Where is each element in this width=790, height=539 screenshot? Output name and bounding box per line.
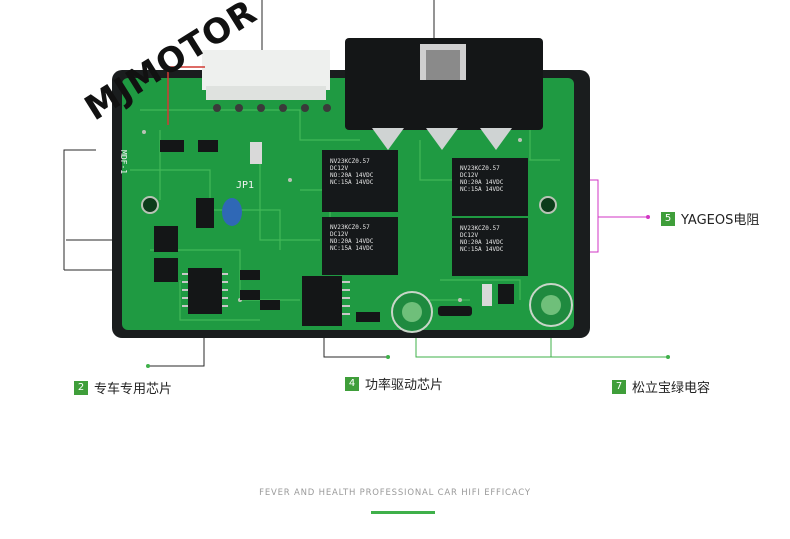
relay-line: NO:20A 14VDC [330, 172, 374, 179]
footer-tagline: FEVER AND HEALTH PROFESSIONAL CAR HIFI E… [259, 488, 531, 498]
callout-number-badge: 5 [661, 211, 675, 226]
relay-model: NV23KCZ0.57 [460, 225, 500, 232]
relay-line: NO:20A 14VDC [460, 179, 504, 186]
callout-label: 功率驱动芯片 [365, 378, 444, 393]
callout-capacitor: 7 松立宝绿电容 [612, 377, 710, 396]
capacitor-1 [391, 291, 433, 333]
callout-resistor: 5 YAGEOS电阻 [661, 209, 759, 228]
relay-line: DC12V [330, 165, 349, 172]
callout-number-badge: 2 [74, 380, 88, 395]
relay-line: NC:15A 14VDC [460, 246, 504, 253]
relay-line: NO:20A 14VDC [460, 239, 504, 246]
relay-line: NO:20A 14VDC [330, 238, 374, 245]
relay-label-2: NV23KCZ0.57 DC12V NO:20A 14VDC NC:15A 14… [330, 224, 392, 252]
small-components [154, 140, 514, 322]
relay-label-1: NV23KCZ0.57 DC12V NO:20A 14VDC NC:15A 14… [330, 158, 392, 186]
obd-connector [345, 38, 543, 130]
chip-right [302, 276, 342, 326]
wire-connector [202, 50, 330, 90]
capacitor-2 [529, 283, 573, 327]
callout-label: 专车专用芯片 [94, 382, 173, 397]
silk-left-label: MDF-1 [119, 150, 128, 175]
relay-1 [322, 150, 398, 212]
relay-line: DC12V [330, 231, 349, 238]
silk-jp-label: JP1 [236, 180, 255, 191]
relay-model: NV23KCZ0.57 [330, 158, 370, 165]
relay-line: DC12V [460, 232, 479, 239]
callout-number-badge: 4 [345, 376, 359, 391]
relay-line: NC:15A 14VDC [330, 179, 374, 186]
relay-line: NC:15A 14VDC [460, 186, 504, 193]
relay-label-4: NV23KCZ0.57 DC12V NO:20A 14VDC NC:15A 14… [460, 225, 522, 253]
relay-model: NV23KCZ0.57 [460, 165, 500, 172]
relay-3 [452, 158, 528, 216]
callout-label: 松立宝绿电容 [632, 381, 711, 396]
footer-accent-bar [371, 511, 435, 514]
callout-dedicated-chip: 2 专车专用芯片 [74, 378, 172, 397]
relay-model: NV23KCZ0.57 [330, 224, 370, 231]
callout-label: YAGEOS电阻 [681, 213, 760, 228]
chip-left [188, 268, 222, 314]
callout-number-badge: 7 [612, 379, 626, 394]
relay-2 [322, 217, 398, 275]
relay-line: NC:15A 14VDC [330, 245, 374, 252]
relay-line: DC12V [460, 172, 479, 179]
pcb-vias [141, 130, 557, 302]
relay-4 [452, 218, 528, 276]
relay-label-3: NV23KCZ0.57 DC12V NO:20A 14VDC NC:15A 14… [460, 165, 522, 193]
callout-power-chip: 4 功率驱动芯片 [345, 374, 443, 393]
